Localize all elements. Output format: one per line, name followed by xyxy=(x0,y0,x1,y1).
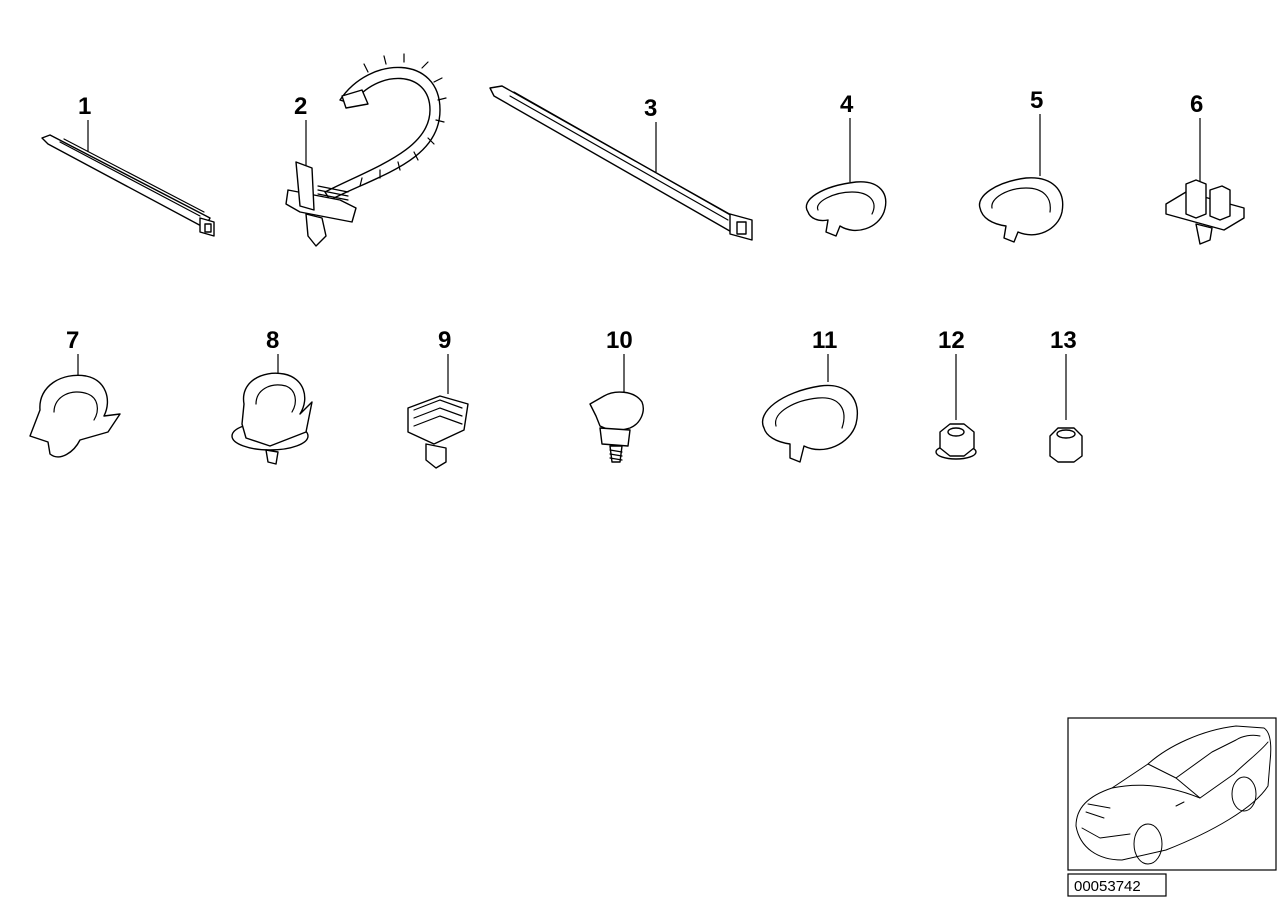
thread-lines xyxy=(609,449,623,461)
car-grille xyxy=(1081,827,1131,839)
callout-6: 6 xyxy=(1190,91,1203,118)
part-5-spring-clip: 5 xyxy=(978,87,1064,243)
callout-8: 8 xyxy=(266,327,279,354)
callout-4: 4 xyxy=(840,91,854,118)
part-1-cable-tie: 1 xyxy=(41,93,215,237)
callout-2: 2 xyxy=(294,93,307,120)
plate-post-left xyxy=(1185,179,1207,219)
part-8-hose-clip: 8 xyxy=(231,327,313,465)
hose-clip-body xyxy=(29,374,121,458)
cable-clip-body xyxy=(407,395,469,445)
car-body-outline xyxy=(1075,725,1272,861)
car-mirror xyxy=(1175,801,1185,807)
spring-clip-body xyxy=(761,384,858,463)
strap-tip xyxy=(341,89,369,109)
hose-clip-loop xyxy=(255,384,296,413)
cable-tie-slot xyxy=(204,223,212,233)
callout-9: 9 xyxy=(438,327,451,354)
clip-pin xyxy=(265,449,279,465)
cable-clip-channels xyxy=(413,399,463,427)
car-headlight xyxy=(1085,803,1111,819)
cable-tie-strap xyxy=(489,85,741,235)
callout-11: 11 xyxy=(812,327,837,354)
hose-clip-body xyxy=(241,372,313,447)
part-3-cable-tie: 3 xyxy=(489,85,753,241)
car-front-wheel xyxy=(1133,823,1163,865)
callout-13: 13 xyxy=(1050,327,1077,354)
car-rear-wheel xyxy=(1231,776,1257,812)
cable-tie-slot xyxy=(736,221,747,235)
part-6-mounting-plate: 6 xyxy=(1165,91,1245,245)
spring-clip-inner xyxy=(775,397,845,429)
thumbnail-frame xyxy=(1067,717,1277,871)
callout-1: 1 xyxy=(78,93,91,120)
part-2-loop-strap-clip: 2 xyxy=(285,53,447,247)
reference-number: 00053742 xyxy=(1074,878,1141,895)
part-13-nut: 13 xyxy=(1049,327,1083,463)
clip-ribs xyxy=(317,185,349,201)
plate-pin xyxy=(1195,223,1213,245)
strap-teeth xyxy=(359,53,447,187)
nut-hole xyxy=(1056,429,1076,439)
screw-clip-loop xyxy=(589,391,644,433)
callout-3: 3 xyxy=(644,95,657,122)
spring-clip-inner xyxy=(991,187,1051,213)
cable-tie-strap xyxy=(41,134,211,229)
spring-clip-inner xyxy=(816,191,875,215)
plate-post-right xyxy=(1209,185,1231,221)
hose-clip-loop xyxy=(53,391,98,421)
screw-clip-base xyxy=(599,427,631,447)
clip-pin xyxy=(305,213,327,247)
clip-pin xyxy=(425,443,447,469)
cable-tie-teeth xyxy=(509,91,733,221)
vehicle-thumbnail xyxy=(1067,717,1277,871)
cable-tie-teeth xyxy=(59,138,205,217)
part-4-spring-clip: 4 xyxy=(805,91,887,237)
part-12-hex-nut: 12 xyxy=(935,327,977,460)
callout-5: 5 xyxy=(1030,87,1043,114)
reference-label: 00053742 xyxy=(1067,873,1167,897)
part-11-spring-clip: 11 xyxy=(761,327,858,463)
part-9-cable-clip: 9 xyxy=(407,327,469,469)
part-10-screw-clip: 10 xyxy=(589,327,644,463)
callout-10: 10 xyxy=(606,327,633,354)
part-7-hose-clip: 7 xyxy=(29,327,121,458)
spring-clip-body xyxy=(805,181,887,237)
callout-12: 12 xyxy=(938,327,965,354)
car-roofline xyxy=(1147,734,1261,779)
car-a-pillar xyxy=(1175,777,1201,799)
nut-hole xyxy=(947,427,965,437)
spring-clip-body xyxy=(978,177,1064,243)
callout-7: 7 xyxy=(66,327,79,354)
clip-arm xyxy=(295,161,315,211)
reference-box xyxy=(1067,873,1167,897)
loop-strap xyxy=(324,66,441,201)
